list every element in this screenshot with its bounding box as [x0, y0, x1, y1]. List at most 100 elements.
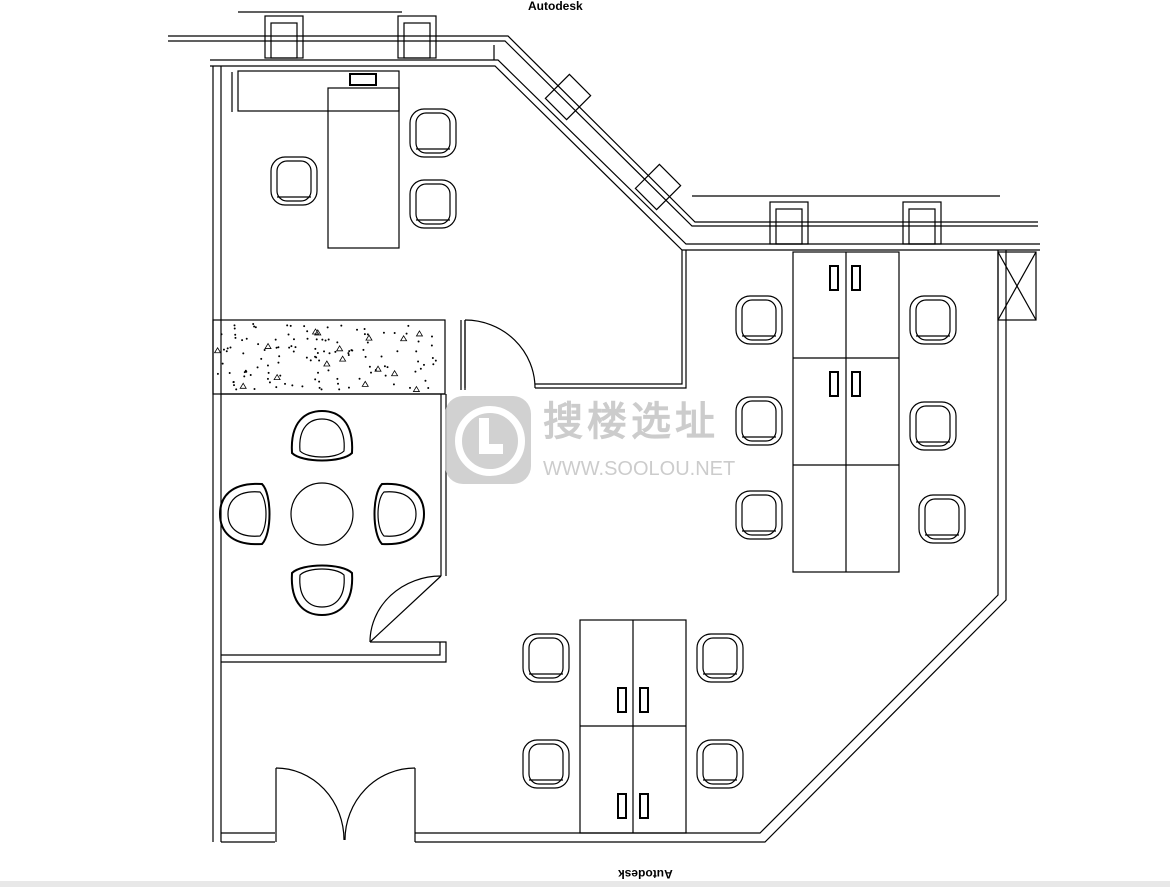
speckle — [430, 335, 433, 338]
speckle — [323, 350, 326, 353]
speckle — [233, 324, 236, 327]
speckle — [286, 324, 289, 327]
chair — [735, 295, 783, 345]
speckle — [234, 336, 237, 339]
speckle — [393, 332, 396, 335]
desk-manager — [237, 70, 400, 249]
bottom-caption: Autodesk — [618, 867, 673, 881]
speckle — [226, 347, 229, 350]
chair — [735, 490, 783, 540]
speckle — [314, 355, 317, 358]
chair — [409, 108, 457, 158]
speckle — [275, 346, 278, 349]
speckle — [383, 365, 386, 368]
speckle — [320, 388, 323, 391]
speckle — [228, 371, 231, 374]
speckle — [327, 338, 330, 341]
speckle — [241, 339, 244, 342]
speckle — [254, 326, 257, 329]
speckle — [268, 381, 271, 384]
speckle — [324, 339, 327, 342]
speckle — [350, 349, 353, 352]
speckle — [432, 363, 435, 366]
speckle — [287, 333, 290, 336]
speckle — [417, 360, 420, 363]
chair — [735, 396, 783, 446]
lounge-chair — [218, 482, 271, 546]
speckle — [356, 328, 359, 331]
speckle — [245, 337, 248, 340]
speckle — [275, 386, 278, 389]
speckle — [366, 341, 369, 344]
speckle — [266, 364, 269, 367]
speckle — [338, 355, 347, 362]
speckle — [374, 365, 382, 372]
speckle — [335, 345, 344, 352]
speckle — [278, 355, 281, 358]
speckle — [417, 340, 420, 343]
speckle — [213, 346, 222, 354]
lounge-chair — [290, 409, 354, 462]
speckle — [365, 334, 373, 341]
speckle — [338, 388, 341, 391]
speckle — [290, 345, 293, 348]
speckle — [220, 333, 223, 336]
speckle — [382, 331, 385, 334]
speckle — [314, 329, 322, 336]
speckle — [305, 356, 308, 359]
speckle — [253, 325, 256, 328]
speckle — [334, 350, 337, 353]
speckle — [267, 371, 270, 374]
speckle — [427, 387, 430, 390]
speckle — [274, 338, 277, 341]
speckle — [222, 348, 225, 351]
speckle — [284, 382, 287, 385]
speckle — [264, 342, 272, 349]
speckle — [361, 380, 369, 387]
speckle — [216, 372, 219, 375]
chair — [696, 739, 744, 789]
speckle — [311, 328, 320, 335]
windows — [264, 15, 942, 245]
speckle — [303, 325, 306, 328]
speckle — [249, 374, 252, 377]
speckle — [306, 337, 309, 340]
speckle — [340, 324, 343, 327]
chair — [918, 494, 966, 544]
speckle — [364, 355, 367, 358]
speckle — [430, 344, 433, 347]
speckle — [318, 380, 321, 383]
speckle — [321, 338, 324, 341]
speckle — [279, 374, 282, 377]
speckle — [242, 352, 245, 355]
speckle — [306, 330, 309, 333]
speckle — [336, 341, 339, 344]
speckle — [291, 384, 294, 387]
speckle — [260, 357, 263, 360]
speckle — [233, 327, 236, 330]
speckle — [392, 383, 395, 386]
speckle — [243, 371, 246, 374]
speckle — [292, 350, 295, 353]
dimension-lines — [231, 11, 1000, 197]
speckle — [229, 346, 232, 349]
speckle — [408, 386, 411, 389]
chair — [270, 156, 318, 206]
speckle — [336, 377, 339, 380]
meeting-table — [290, 482, 354, 546]
chairs — [270, 108, 966, 789]
speckle — [412, 385, 421, 392]
speckle — [273, 373, 281, 380]
speckle — [347, 386, 350, 389]
speckle — [253, 388, 256, 391]
speckle — [317, 371, 320, 374]
speckle — [256, 366, 259, 369]
chair — [909, 295, 957, 345]
speckle — [422, 363, 425, 366]
speckle — [301, 385, 304, 388]
speckle — [326, 326, 329, 329]
speckle — [232, 381, 235, 384]
bottom-bar — [0, 881, 1170, 887]
speckle — [384, 374, 387, 377]
speckle — [316, 351, 319, 354]
